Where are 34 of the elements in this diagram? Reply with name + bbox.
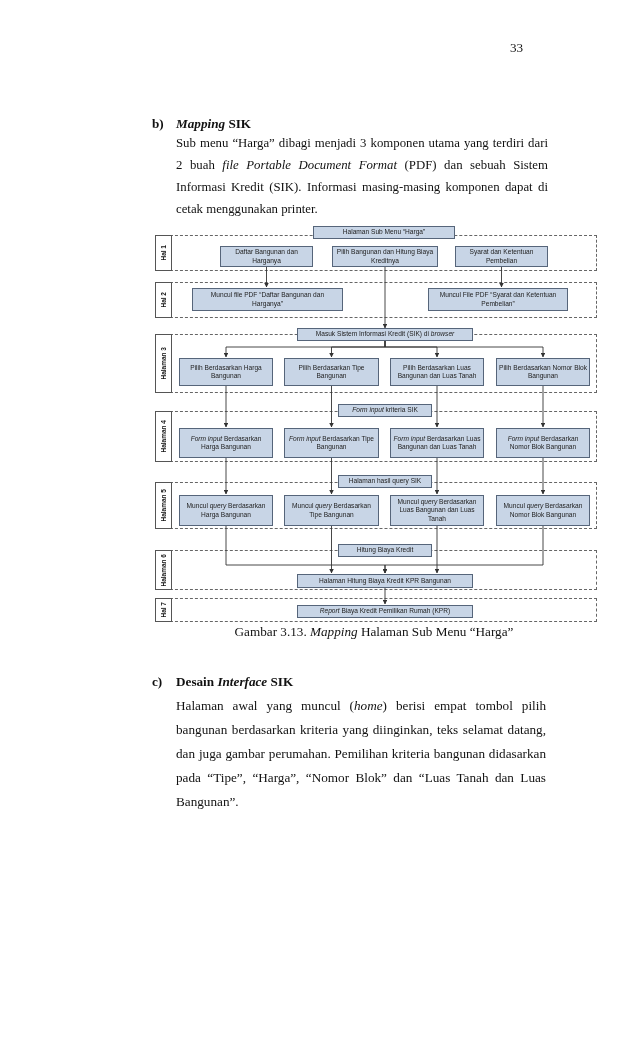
swimlane-band	[155, 235, 597, 271]
page-header-box	[338, 475, 432, 488]
swimlane-band	[155, 598, 597, 622]
process-box	[284, 495, 379, 526]
process-box	[220, 246, 313, 267]
section-heading: Mapping SIK	[176, 115, 253, 133]
process-box	[297, 605, 473, 618]
body-paragraph: Sub menu “Harga” dibagi menjadi 3 komponen utama yang terdiri dari 2 buah file Portable Document Format (PDF) dan sebuah Sistem Informasi Kredit (SIK). Informasi masing-masing komponen dapat di cetak menggunakan printer.	[176, 135, 548, 218]
process-box	[179, 428, 273, 458]
body-paragraph: Halaman awal yang muncul (home) berisi empat tombol pilih bangunan berdasarkan kriteria yang diinginkan, teks selamat datang, dan juga gambar perumahan. Pemilihan kriteria bangunan didasarkan pada “Tipe”, “Harga”, “Nomor Blok” dan “Luas Tanah dan Luas Bangunan”.	[176, 697, 546, 811]
process-box	[192, 288, 343, 311]
page-number: 33	[510, 39, 525, 57]
figure-caption: Gambar 3.13. Mapping Halaman Sub Menu “Harga”	[233, 624, 515, 640]
process-box	[496, 428, 590, 458]
process-box	[428, 288, 568, 311]
process-box	[455, 246, 548, 267]
process-box	[496, 495, 590, 526]
process-box	[496, 358, 590, 386]
page-header-box	[297, 328, 473, 341]
swimlane-band	[155, 282, 597, 318]
process-box	[390, 428, 484, 458]
section-heading: Desain Interface SIK	[176, 673, 295, 691]
process-box	[390, 495, 484, 526]
page-header-box	[338, 544, 432, 557]
process-box	[179, 358, 273, 386]
list-marker: c)	[152, 673, 164, 691]
list-marker: b)	[152, 115, 165, 133]
process-box	[297, 574, 473, 588]
process-box	[284, 428, 379, 458]
process-box	[390, 358, 484, 386]
page-header-box	[313, 226, 455, 239]
process-box	[284, 358, 379, 386]
page-header-box	[338, 404, 432, 417]
process-box	[179, 495, 273, 526]
